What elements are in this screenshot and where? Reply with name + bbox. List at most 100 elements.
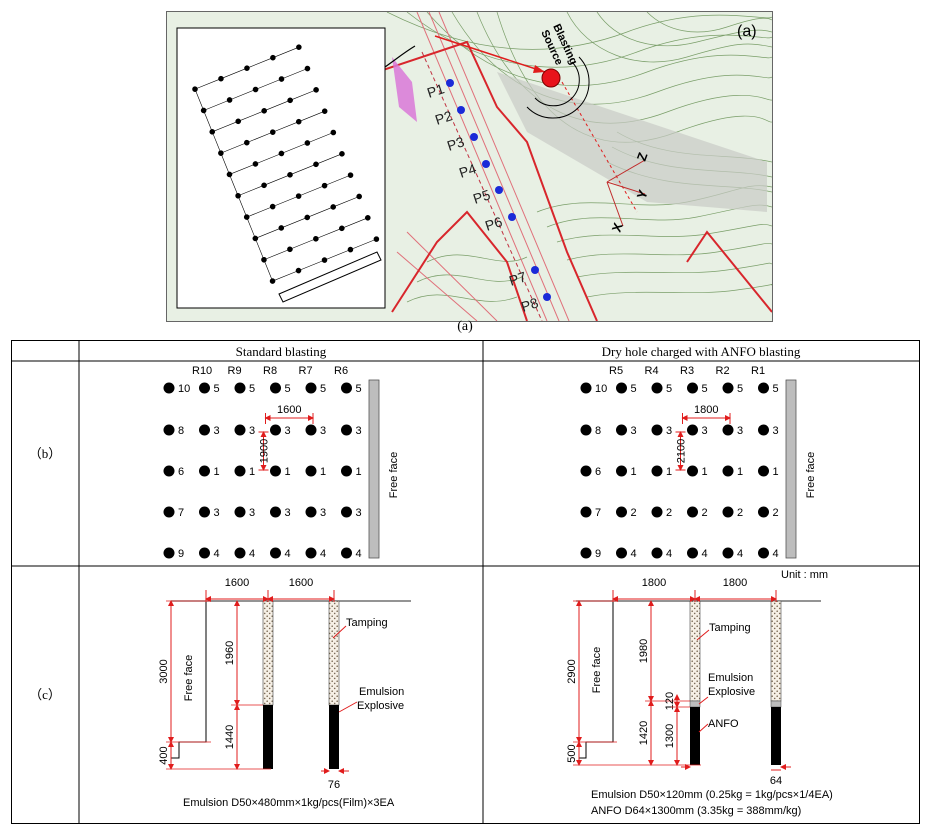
inset-trunkline — [263, 259, 273, 282]
inset-hole — [295, 118, 302, 125]
header-anfo: Dry hole charged with ANFO blasting — [602, 344, 801, 359]
monitoring-line — [421, 51, 543, 321]
inset-connector — [212, 121, 239, 133]
diameter-label: 64 — [770, 775, 782, 787]
blast-hole — [616, 506, 627, 518]
panel-a-label: (a) — [737, 23, 757, 40]
delay-number: 1 — [702, 466, 708, 478]
monitoring-point-label-p3: P3 — [445, 133, 466, 154]
delay-number: 3 — [356, 425, 362, 437]
monitoring-point-label-p7: P7 — [507, 268, 528, 289]
delay-number: 8 — [178, 425, 184, 437]
inset-hole — [226, 97, 233, 103]
inset-hole — [269, 129, 276, 135]
delay-number: 4 — [320, 548, 326, 560]
inset-hole — [287, 246, 293, 253]
anfo-column — [771, 707, 781, 765]
inset-trunkline — [229, 174, 239, 196]
row-header-r7: R7 — [299, 365, 313, 377]
inset-hole — [235, 118, 242, 125]
delay-number: 8 — [595, 425, 601, 437]
delay-number: 4 — [249, 548, 255, 560]
row-header-r5: R5 — [609, 365, 623, 377]
delay-number: 5 — [249, 383, 255, 395]
delay-number: 5 — [666, 383, 672, 395]
blast-hole — [651, 547, 663, 559]
charge-len-dim-label: 1440 — [224, 725, 236, 749]
delay-number: 3 — [214, 425, 220, 437]
spacing-1-label: 1600 — [225, 577, 249, 589]
delay-number: 4 — [214, 548, 220, 560]
inset-connector — [194, 78, 222, 90]
blast-hole — [580, 424, 592, 436]
delay-number: 7 — [595, 507, 601, 519]
explosive-label-1: Emulsion — [708, 672, 753, 684]
blast-hole — [270, 382, 281, 394]
inset-connector — [272, 195, 299, 207]
blast-hole — [305, 382, 317, 394]
blast-hole — [341, 547, 352, 559]
blast-hole — [199, 506, 210, 518]
free-face-label: Free face — [591, 647, 603, 693]
delay-number: 1 — [356, 466, 362, 478]
monitoring-point-p6 — [508, 213, 516, 221]
inset-connector — [324, 174, 351, 186]
blast-hole — [687, 382, 698, 394]
inset-connector — [281, 68, 308, 80]
inset-connector — [298, 259, 325, 271]
inset-connector — [255, 227, 282, 239]
spacing-label: 1600 — [277, 404, 301, 416]
inset-hole — [330, 204, 337, 210]
delay-number: 4 — [773, 548, 779, 560]
blast-hole — [234, 382, 246, 394]
emulsion-column — [770, 700, 782, 708]
tamping-label: Tamping — [709, 622, 751, 634]
monitoring-point-p4 — [482, 160, 490, 168]
delay-number: 10 — [178, 383, 190, 395]
blast-hole — [234, 506, 246, 518]
inset-connector — [246, 206, 273, 218]
explosive-column — [263, 705, 273, 769]
comparison-table: Standard blasting Dry hole charged with … — [11, 340, 920, 824]
blast-hole — [270, 424, 281, 436]
delay-number: 3 — [214, 507, 220, 519]
monitoring-point-p7 — [531, 266, 539, 274]
blast-hole — [234, 424, 246, 436]
blast-hole — [163, 506, 175, 518]
delay-number: 3 — [285, 425, 291, 437]
inset-connector — [307, 132, 334, 144]
row-label-c: （c） — [29, 687, 61, 702]
spacing-2-label: 1800 — [723, 577, 747, 589]
delay-number: 3 — [631, 425, 637, 437]
spacing-label: 1800 — [694, 404, 718, 416]
blast-hole — [758, 465, 769, 477]
blasting-source — [526, 56, 590, 119]
delay-number: 5 — [214, 383, 220, 395]
inset-connector — [350, 238, 377, 250]
anfo-len-dim-label: 1300 — [664, 724, 676, 748]
blast-hole — [616, 382, 627, 394]
tamping-leader — [696, 629, 710, 641]
delay-number: 3 — [249, 507, 255, 519]
blast-hole — [651, 465, 663, 477]
inset-trunkline — [203, 110, 213, 132]
depth-toe-dim-label: 500 — [566, 744, 578, 762]
monitoring-point-label-p1: P1 — [425, 80, 446, 101]
delay-number: 3 — [702, 425, 708, 437]
row-header-r4: R4 — [645, 365, 659, 377]
delay-number: 1 — [320, 466, 326, 478]
delay-number: 4 — [702, 548, 708, 560]
blast-hole — [199, 547, 210, 559]
delay-number: 4 — [666, 548, 672, 560]
delay-number: 4 — [356, 548, 362, 560]
anfo-column — [690, 707, 700, 765]
spacing-1-label: 1800 — [642, 577, 666, 589]
inset-hole — [347, 172, 354, 178]
free-face-bar — [368, 379, 380, 559]
charge-len-dim-label: 1420 — [638, 721, 650, 745]
spacing-2-label: 1600 — [289, 577, 313, 589]
blast-hole — [616, 465, 627, 477]
blast-hole — [758, 547, 769, 559]
blast-hole — [758, 382, 769, 394]
monitoring-point-p8 — [543, 293, 551, 301]
